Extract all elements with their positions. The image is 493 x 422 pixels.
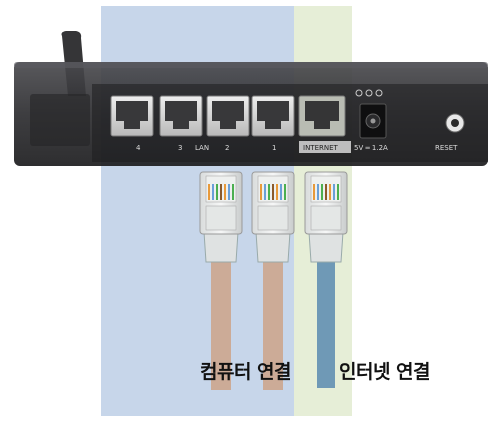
lan-cable-a xyxy=(199,171,243,390)
reset-button xyxy=(445,113,465,133)
port-label-3: 3 xyxy=(178,144,182,152)
reset-label: RESET xyxy=(435,144,458,152)
power-label: 5V ═ 1.2A xyxy=(354,144,388,152)
internet-label: INTERNET xyxy=(303,144,339,152)
port-label-1: 1 xyxy=(272,144,276,152)
port-label-4: 4 xyxy=(136,144,141,152)
internet-port xyxy=(298,95,346,137)
internet-connection-label: 인터넷 연결 xyxy=(339,361,431,383)
internet-label-badge xyxy=(299,141,351,153)
lan-port-4 xyxy=(110,95,154,137)
lan-port-1 xyxy=(251,95,295,137)
lan-port-3 xyxy=(159,95,203,137)
port-label-2: 2 xyxy=(225,144,229,152)
internet-cable xyxy=(304,171,348,388)
computer-connection-label: 컴퓨터 연결 xyxy=(200,361,292,383)
lan-cable-b xyxy=(251,171,295,390)
power-jack xyxy=(355,89,387,139)
lan-label: LAN xyxy=(195,144,209,152)
lan-port-2 xyxy=(206,95,250,137)
